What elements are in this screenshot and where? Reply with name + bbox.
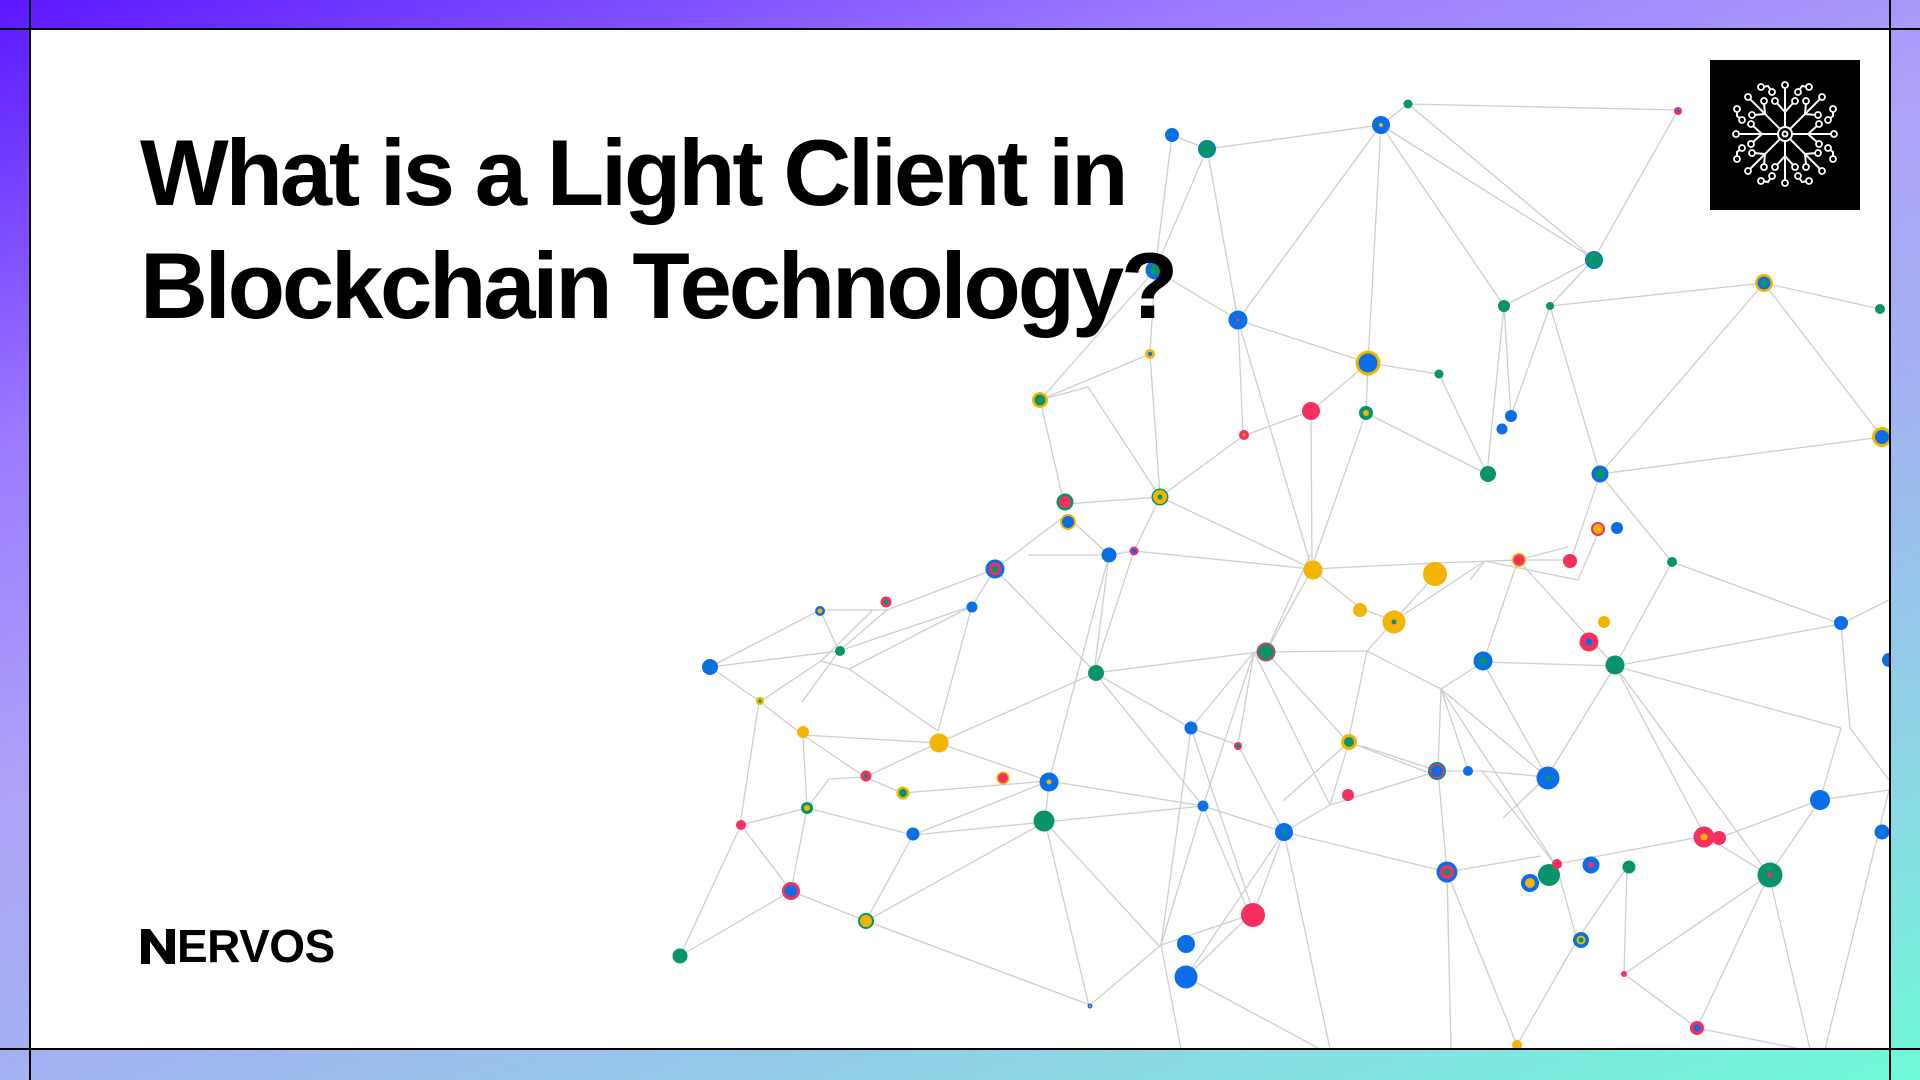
nervos-wordmark-text: ERVOS — [177, 920, 335, 972]
canvas — [30, 29, 1890, 1049]
brand-badge — [1710, 60, 1860, 210]
frame-line-bottom — [0, 1048, 1920, 1050]
page-title-line-2: Blockchain Technology? — [140, 233, 1178, 338]
network-edges — [679, 103, 1889, 1048]
frame-line-left — [29, 0, 31, 1080]
page-title-line-1: What is a Light Client in — [140, 120, 1129, 225]
network-nodes — [672, 99, 1889, 1048]
frame-line-top — [0, 28, 1920, 30]
nervos-logo: ERVOS — [141, 920, 335, 972]
page-title: What is a Light Client in Blockchain Tec… — [140, 116, 1178, 342]
nervos-n-glyph — [141, 929, 175, 964]
circuit-tree-icon — [1732, 81, 1838, 187]
frame-line-right — [1889, 0, 1891, 1080]
